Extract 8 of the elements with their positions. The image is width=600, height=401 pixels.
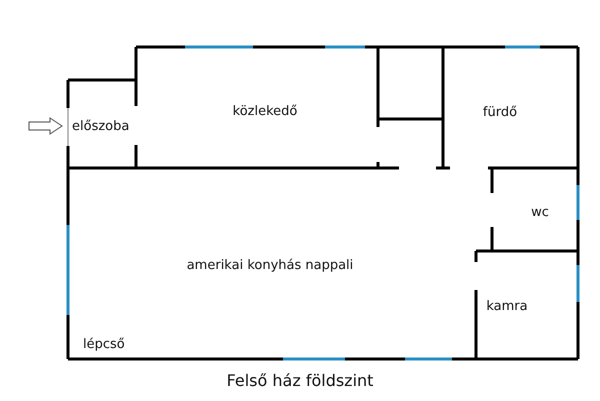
room-label: lépcső	[83, 338, 125, 351]
room-label: amerikai konyhás nappali	[186, 259, 354, 272]
caption: Felső ház földszint	[226, 373, 374, 389]
room-label: közlekedő	[232, 105, 298, 118]
room-label: előszoba	[72, 120, 130, 133]
room-label: kamra	[486, 300, 528, 313]
room-label: fürdő	[482, 106, 518, 119]
room-label: wc	[531, 206, 549, 219]
